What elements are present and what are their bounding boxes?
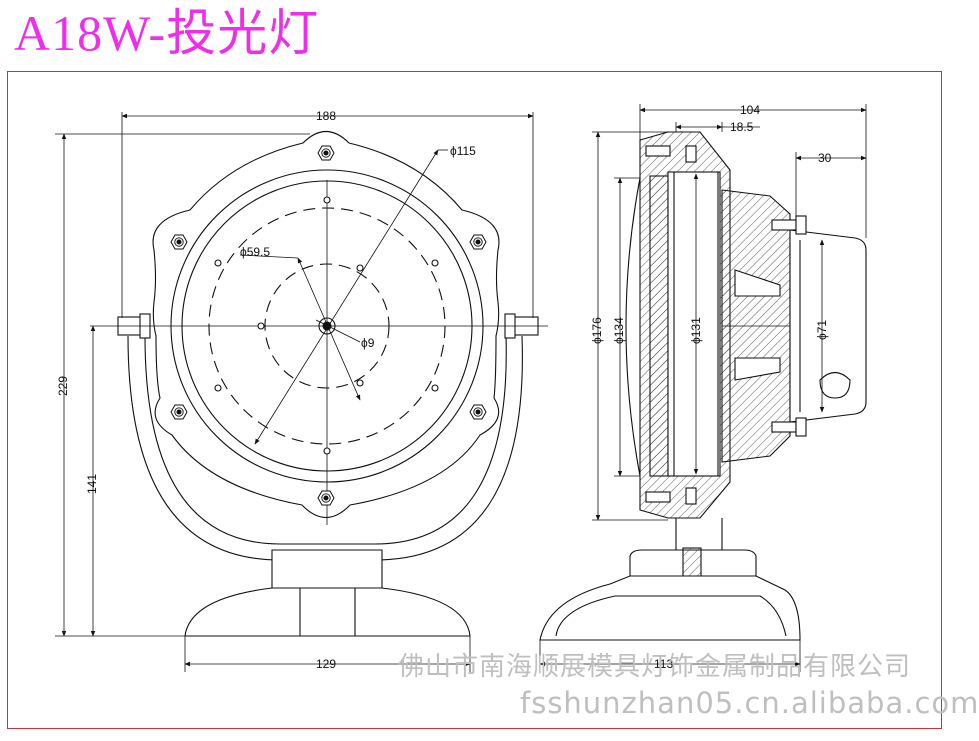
side-back-cap [789, 229, 867, 423]
dim-inner-diameter: ϕ59.5 [240, 245, 270, 259]
side-base [539, 575, 801, 641]
side-view [539, 131, 867, 641]
watermark-company: 佛山市南海顺展模具灯饰金属制品有限公司 [398, 652, 912, 682]
dim-glass-diameter: ϕ134 [612, 317, 626, 344]
front-view [90, 130, 548, 637]
watermark-site: fsshunzhan05.cn.alibaba.com [520, 686, 979, 720]
dim-center-hole: ϕ9 [361, 336, 375, 350]
drawing-frame [7, 71, 942, 729]
dim-overall-height: 229 [56, 376, 70, 396]
dim-overall-width: 188 [316, 109, 336, 123]
dim-reflector-diameter: ϕ131 [689, 317, 703, 344]
side-lens [625, 177, 641, 477]
dim-depth: 104 [740, 103, 760, 117]
dim-base-width: 129 [316, 657, 336, 671]
technical-drawing: 188 ϕ115 ϕ59.5 ϕ9 229 141 129 [55, 103, 867, 672]
dim-axis-height: 141 [85, 474, 99, 494]
dim-outer-diameter: ϕ176 [590, 317, 604, 344]
dim-flange: 18.5 [730, 120, 754, 134]
front-base [184, 587, 471, 637]
drawing-sheet: A18W-投光灯 [7, 5, 979, 729]
dim-base-length: 113 [654, 657, 673, 671]
drawing-title: A18W-投光灯 [14, 5, 320, 61]
front-top-nut [317, 145, 335, 161]
dim-back-cap: 30 [818, 151, 832, 165]
dim-cap-diameter: ϕ71 [815, 320, 829, 340]
front-base-neck [271, 549, 383, 589]
dim-lens-diameter: ϕ115 [450, 144, 476, 158]
